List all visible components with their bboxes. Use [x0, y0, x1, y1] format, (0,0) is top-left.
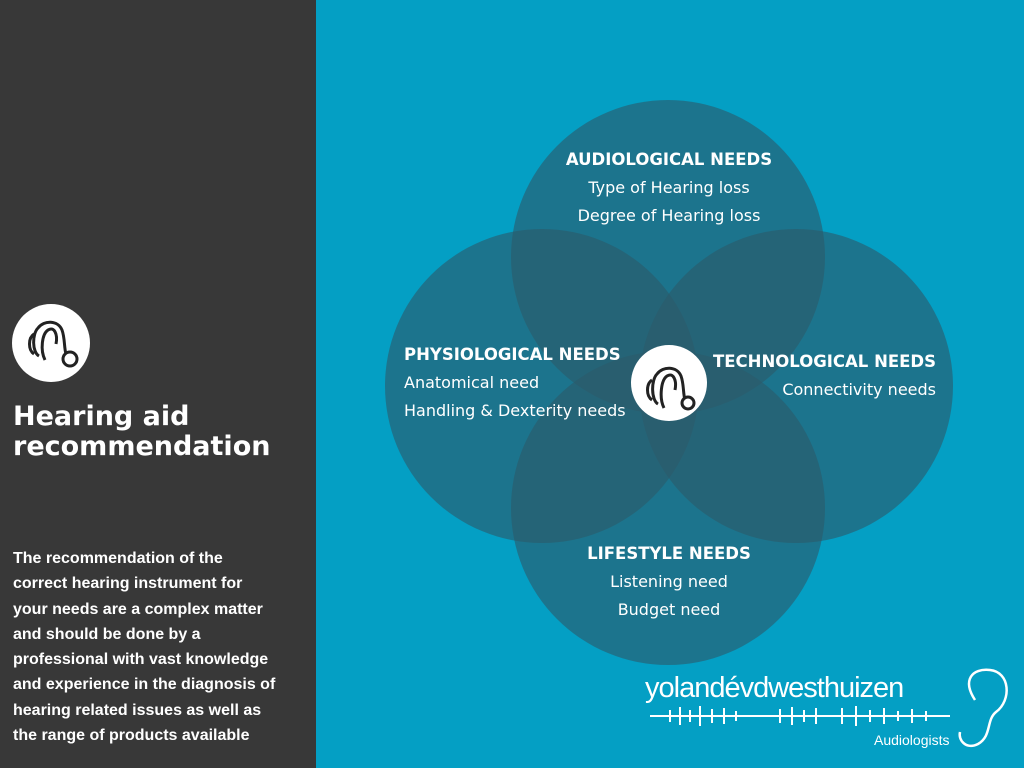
venn-item: Budget need [617, 600, 721, 619]
audiological-title: AUDIOLOGICAL NEEDS [565, 150, 773, 169]
physiological-title: PHYSIOLOGICAL NEEDS [404, 345, 621, 364]
ear-icon [958, 668, 1008, 748]
venn-item: Listening need [610, 572, 728, 591]
venn-item: Type of Hearing loss [588, 178, 750, 197]
logo-name: yolandévdwesthuizen [645, 672, 904, 704]
logo-subtitle: Audiologists [874, 732, 950, 748]
audiological-label: AUDIOLOGICAL NEEDS Type of Hearing loss … [520, 146, 818, 230]
venn-item: Anatomical need [404, 373, 540, 392]
sidebar: Hearing aid recommendation The recommend… [0, 0, 316, 768]
lifestyle-title: LIFESTYLE NEEDS [587, 544, 751, 563]
lifestyle-circle [511, 351, 825, 665]
page-title: Hearing aid recommendation [13, 401, 271, 462]
hearing-aid-icon [12, 304, 90, 382]
center-hearing-aid-icon [631, 345, 707, 421]
description: The recommendation of the correct hearin… [13, 550, 276, 745]
venn-item: Handling & Dexterity needs [404, 401, 626, 420]
technological-label: TECHNOLOGICAL NEEDS Connectivity needs [713, 348, 936, 404]
sound-wave [650, 706, 950, 726]
venn-item: Connectivity needs [782, 380, 936, 399]
technological-title: TECHNOLOGICAL NEEDS [713, 352, 936, 371]
lifestyle-label: LIFESTYLE NEEDS Listening need Budget ne… [520, 540, 818, 624]
venn-item: Degree of Hearing loss [577, 206, 761, 225]
physiological-label: PHYSIOLOGICAL NEEDS Anatomical need Hand… [404, 341, 626, 425]
